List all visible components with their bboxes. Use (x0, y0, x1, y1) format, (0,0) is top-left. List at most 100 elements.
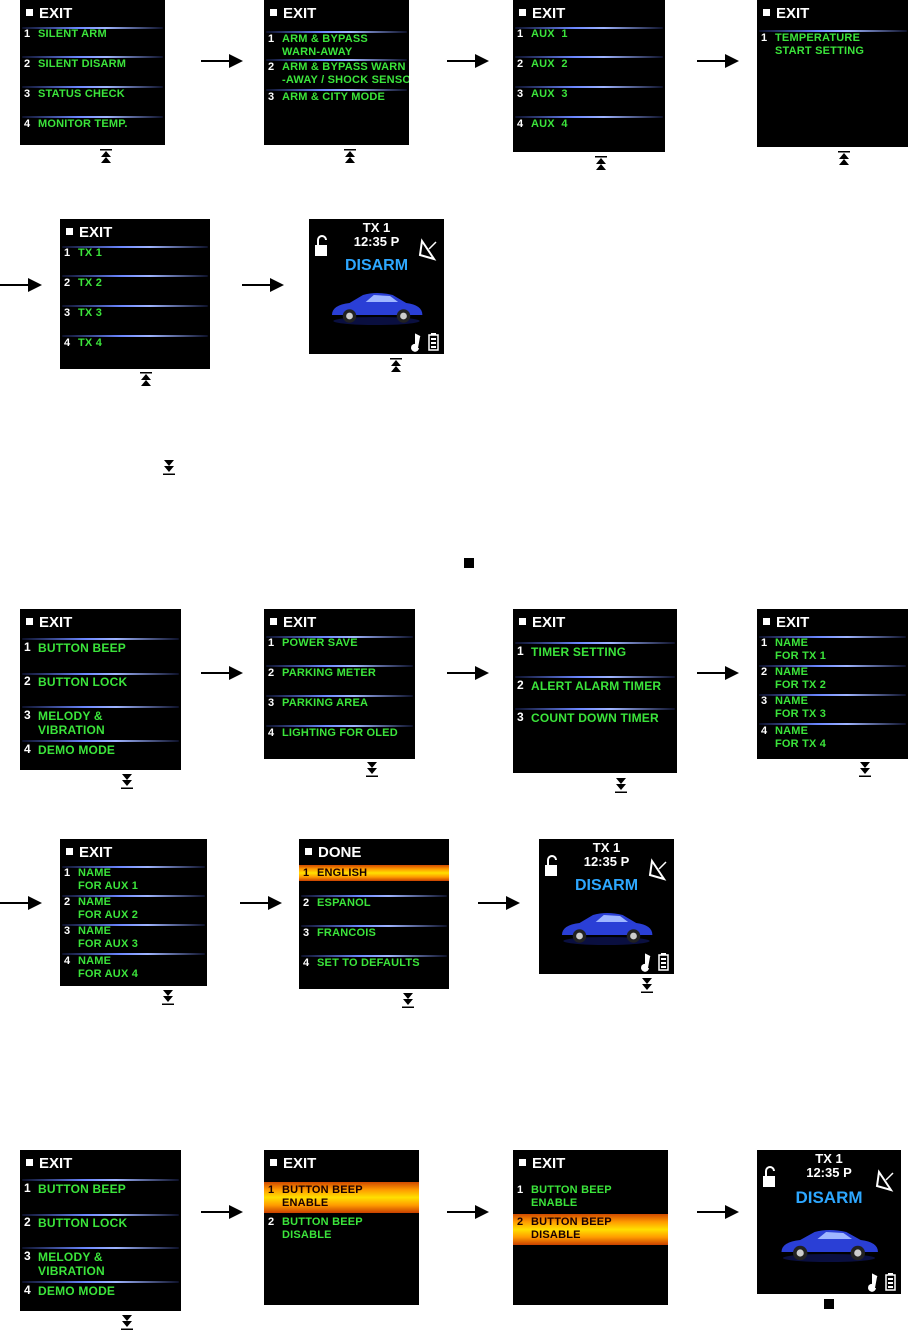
menu-divider (20, 740, 181, 742)
menu-header[interactable]: EXIT (270, 5, 316, 22)
divider-line (22, 706, 179, 708)
square-bullet-icon (305, 848, 312, 855)
arrow-right-icon (697, 54, 739, 68)
menu-header[interactable]: EXIT (763, 614, 809, 631)
menu-divider (513, 708, 677, 710)
square-bullet-icon (26, 9, 33, 16)
menu-item-label: STATUS CHECK (38, 88, 125, 100)
menu-header[interactable]: EXIT (270, 1155, 316, 1172)
header-label: EXIT (532, 614, 566, 631)
menu-item-label: DEMO MODE (38, 743, 116, 757)
menu-divider (513, 86, 665, 88)
double-down-triangle-icon (615, 778, 627, 793)
music-note-icon (641, 953, 651, 972)
double-up-triangle-icon (100, 149, 112, 163)
menu-item-label: TIMER SETTING (531, 645, 627, 659)
menu-divider (20, 27, 165, 29)
menu-item-number: 3 (24, 1249, 31, 1263)
menu-header[interactable]: EXIT (26, 5, 72, 22)
divider-line (22, 116, 163, 118)
menu-header[interactable]: EXIT (26, 1155, 72, 1172)
menu-header[interactable]: EXIT (66, 224, 112, 241)
divider-line (22, 673, 179, 675)
menu-divider (513, 676, 677, 678)
menu-header[interactable]: EXIT (519, 614, 565, 631)
status-label: DISARM (344, 257, 409, 274)
menu-item-number: 1 (24, 1181, 31, 1195)
menu-header[interactable]: EXIT (66, 844, 112, 861)
menu-divider (264, 695, 415, 697)
menu-item-label: TX 1 (78, 247, 103, 259)
menu-header[interactable]: EXIT (519, 5, 565, 22)
menu-item-label: ARM & BYPASS WARN-AWAY (282, 33, 368, 58)
car-icon (331, 293, 423, 325)
menu-item-label: MELODY & VIBRATION (38, 709, 105, 737)
menu-header[interactable]: EXIT (763, 5, 809, 22)
menu-item-label: BUTTON BEEP ENABLE (282, 1184, 363, 1209)
menu-item-number: 4 (24, 118, 31, 130)
arrow-right-icon (201, 54, 243, 68)
header-label: EXIT (532, 1155, 566, 1172)
header-label: EXIT (39, 5, 73, 22)
menu-item-label: NAME FOR AUX 4 (78, 955, 139, 980)
menu-header[interactable]: EXIT (26, 614, 72, 631)
menu-header[interactable]: DONE (305, 844, 361, 861)
menu-item-label: ESPANOL (317, 897, 371, 909)
menu-header[interactable]: EXIT (270, 614, 316, 631)
menu-divider (513, 27, 665, 29)
menu-header[interactable]: EXIT (519, 1155, 565, 1172)
header-label: EXIT (283, 5, 317, 22)
double-down-triangle-icon (121, 774, 133, 789)
menu-item-label: SILENT ARM (38, 28, 107, 40)
header-label: EXIT (79, 844, 113, 861)
square-bullet-icon (26, 618, 33, 625)
